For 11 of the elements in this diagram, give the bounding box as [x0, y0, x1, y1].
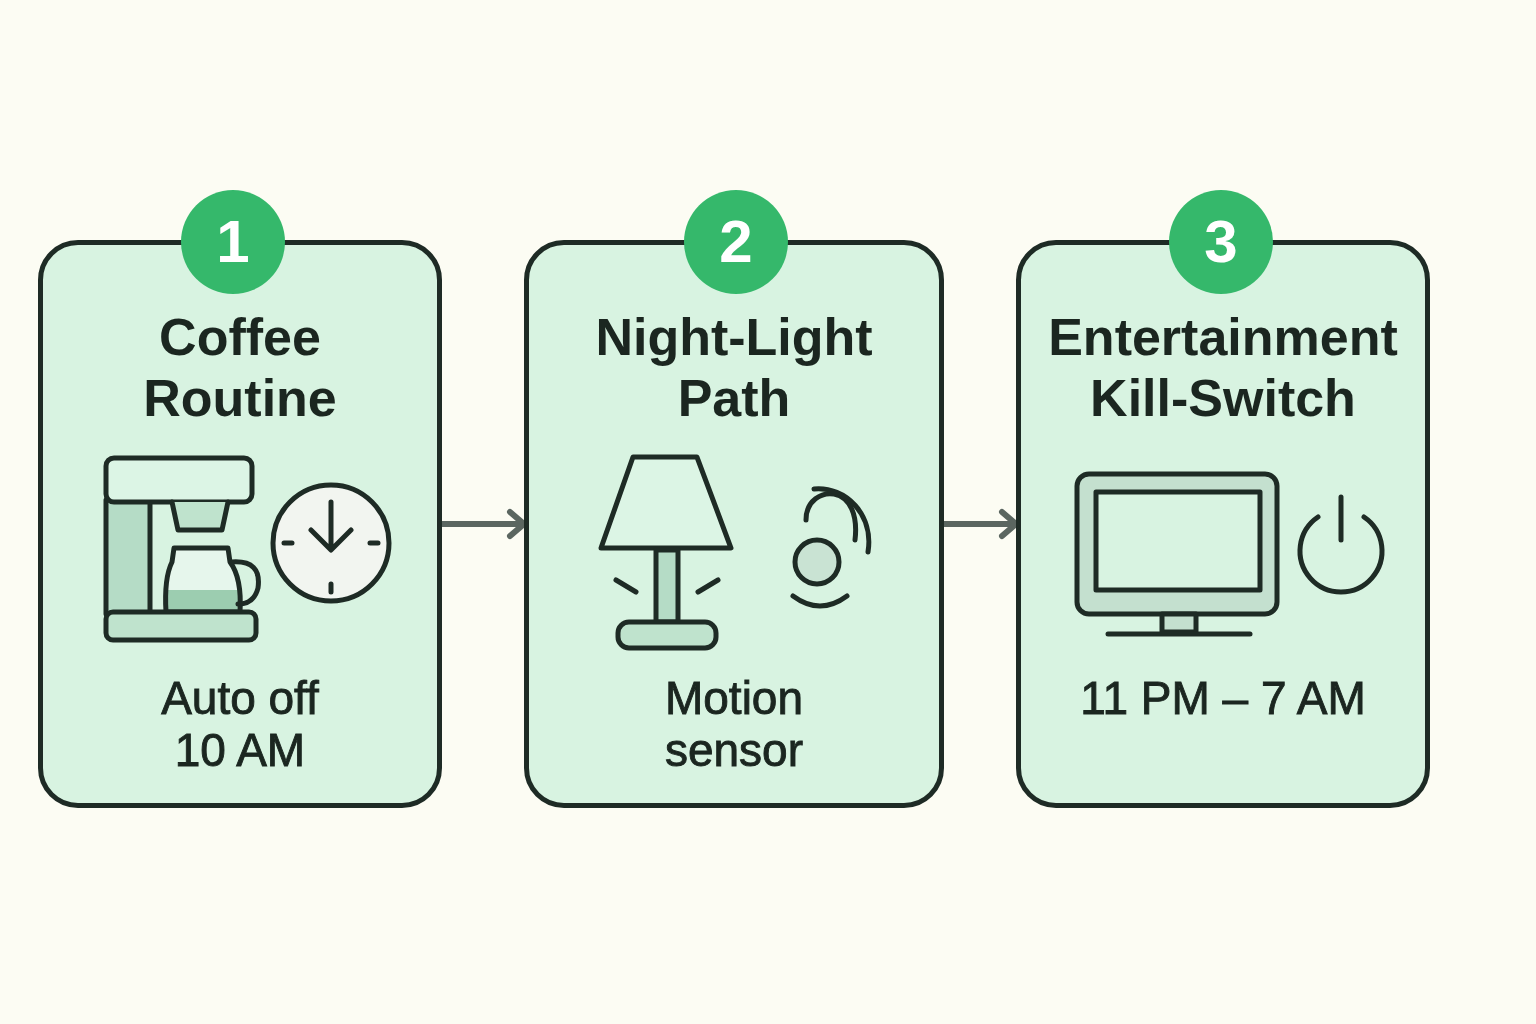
step-number-circle: 1	[181, 190, 285, 294]
step-number-circle: 3	[1169, 190, 1273, 294]
step-number-circle: 2	[684, 190, 788, 294]
card-title: Night-Light Path	[594, 307, 874, 429]
arrow	[439, 509, 527, 539]
card-subtitle: Auto off 10 AM	[160, 672, 320, 776]
arrow	[941, 509, 1019, 539]
card-subtitle: 11 PM – 7 AM	[1079, 672, 1367, 724]
card-title: Entertainment Kill-Switch	[1047, 307, 1399, 429]
card-subtitle: Motion sensor	[663, 672, 805, 776]
card-title: Coffee Routine	[142, 307, 338, 429]
